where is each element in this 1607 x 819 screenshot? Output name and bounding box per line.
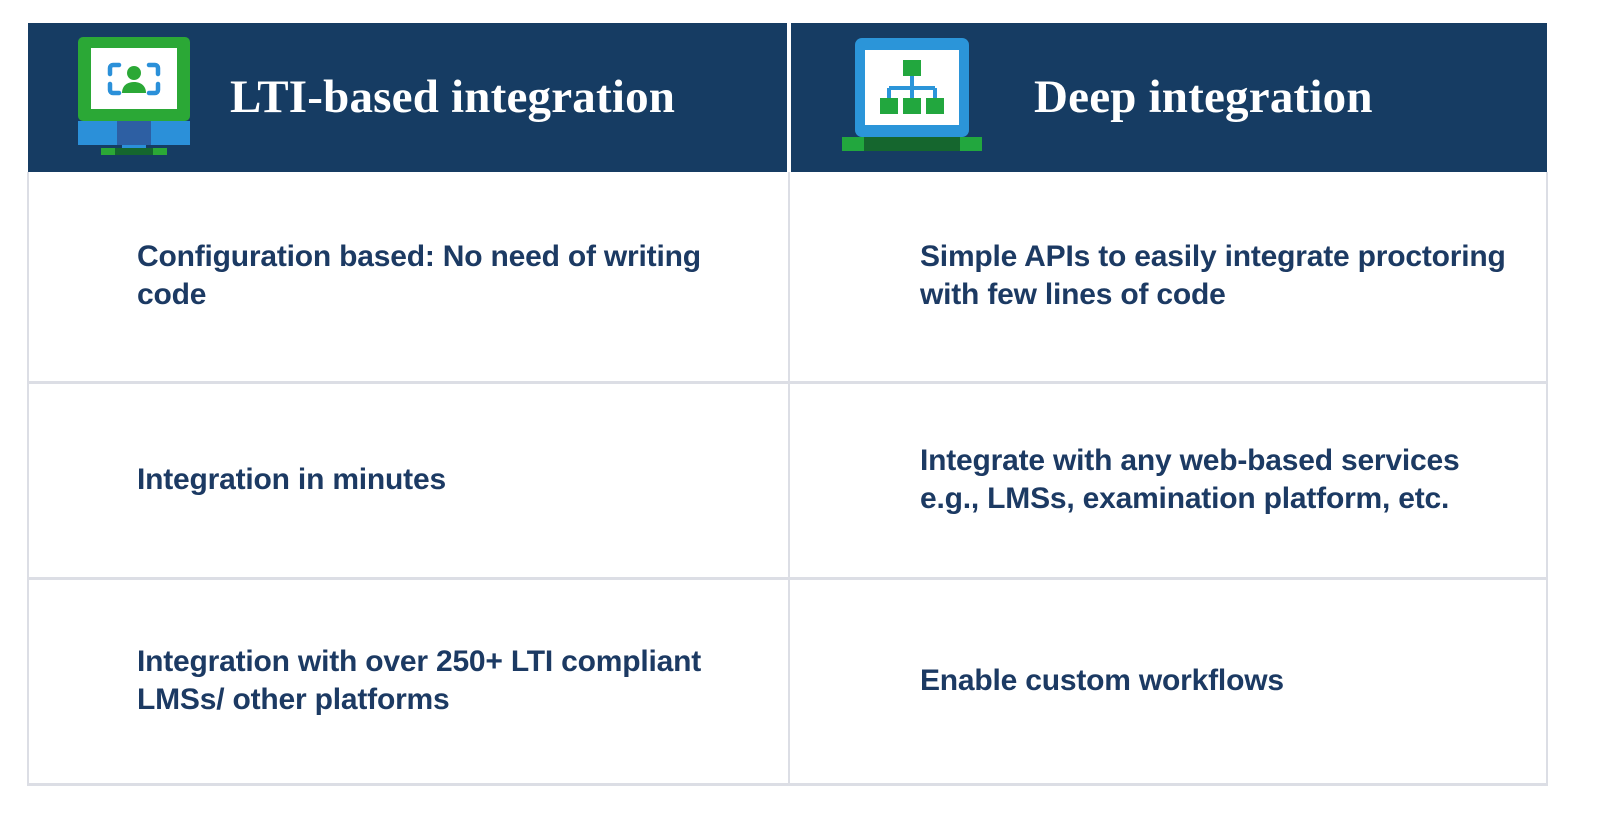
cell-text: Integrate with any web-based services e.…	[920, 443, 1460, 515]
header-cell-deep: Deep integration	[789, 23, 1547, 172]
cell-text: Simple APIs to easily integrate proctori…	[920, 240, 1506, 312]
table-row: Configuration based: No need of writing …	[27, 172, 1548, 384]
table-header-row: LTI-based integration	[28, 23, 1547, 172]
cell-text: Configuration based: No need of writing …	[137, 240, 701, 312]
cell-deep-2: Integrate with any web-based services e.…	[788, 382, 1548, 580]
cell-deep-1: Simple APIs to easily integrate proctori…	[788, 172, 1548, 384]
cell-text: Enable custom workflows	[920, 663, 1284, 697]
cell-deep-3: Enable custom workflows	[788, 578, 1548, 786]
column-title-deep: Deep integration	[1034, 71, 1373, 123]
table-row: Integration in minutes Integrate with an…	[27, 382, 1548, 580]
column-title-lti: LTI-based integration	[230, 71, 676, 123]
monitor-face-scan-icon	[74, 35, 194, 160]
cell-lti-1: Configuration based: No need of writing …	[27, 172, 790, 384]
cell-lti-2: Integration in minutes	[27, 382, 790, 580]
table-row: Integration with over 250+ LTI compliant…	[27, 578, 1548, 786]
cell-text: Integration with over 250+ LTI compliant…	[137, 644, 702, 716]
cell-lti-3: Integration with over 250+ LTI compliant…	[27, 578, 790, 786]
laptop-hierarchy-icon	[837, 36, 987, 159]
cell-text: Integration in minutes	[137, 462, 446, 496]
integration-comparison-table: LTI-based integration	[27, 23, 1548, 786]
header-cell-lti: LTI-based integration	[28, 23, 791, 172]
